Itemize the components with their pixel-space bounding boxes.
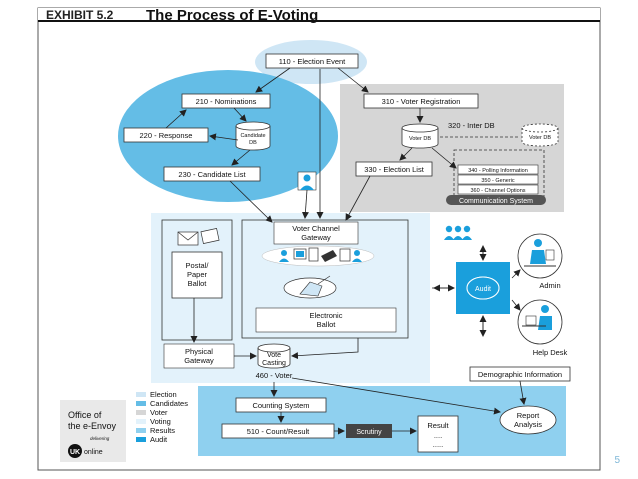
voter-channel-gateway-box xyxy=(273,221,359,245)
voter-db-cylinder xyxy=(401,123,439,149)
ballot-drop-icon xyxy=(283,275,337,299)
voter-registration-label: 310 - Voter Registration xyxy=(382,97,461,106)
candidate-list-box xyxy=(163,166,261,182)
comm-system-label: Communication System xyxy=(459,198,533,205)
legend-swatch-election xyxy=(136,392,146,397)
postal-ballot-line3: Ballot xyxy=(188,279,208,288)
voter-label: 460 - Voter xyxy=(256,371,293,380)
inter-db-name: Voter DB xyxy=(529,135,551,141)
candidate-db-line1: Candidate xyxy=(240,133,265,139)
connector-arrows xyxy=(165,67,527,435)
legend-swatch-voting xyxy=(136,419,146,424)
audit-label: Audit xyxy=(475,286,491,293)
voter-channel-gateway-line2: Gateway xyxy=(301,233,331,242)
channel-devices-icons xyxy=(279,247,362,262)
physical-gateway-line2: Gateway xyxy=(184,356,214,365)
page-number: 5 xyxy=(614,455,620,466)
candidate-db-cylinder xyxy=(235,121,271,151)
comm-item-generic: 350 - Generic xyxy=(481,178,515,184)
candidate-list-label: 230 - Candidate List xyxy=(178,170,246,179)
counting-system-label: Counting System xyxy=(252,401,309,410)
admin-label: Admin xyxy=(539,281,560,290)
comm-system-pill xyxy=(446,195,546,205)
postal-ballot-box xyxy=(171,251,223,299)
report-analysis-line2: Analysis xyxy=(514,420,542,429)
vote-casting-line1: Vote xyxy=(267,352,281,359)
legend-swatch-candidates xyxy=(136,401,146,406)
comm-item-channel: 360 - Channel Options xyxy=(470,188,525,194)
postal-ballot-line1: Postal/ xyxy=(186,261,210,270)
voter-person-icon xyxy=(297,171,317,191)
vote-casting-cylinder xyxy=(257,343,291,369)
help-desk-label: Help Desk xyxy=(533,348,568,357)
physical-gateway-line1: Physical xyxy=(185,347,213,356)
legend-label-voter: Voter xyxy=(150,408,168,417)
electronic-ballot-box xyxy=(255,307,397,333)
comm-item-polling: 340 - Polling Information xyxy=(468,168,528,174)
nominations-label: 210 - Nominations xyxy=(196,97,257,106)
candidate-db-line2: DB xyxy=(249,140,257,146)
election-event-label: 110 - Election Event xyxy=(279,57,346,66)
electronic-ballot-line1: Electronic xyxy=(310,311,343,320)
vote-casting-line2: Casting xyxy=(262,360,286,367)
uk-text: UK xyxy=(70,449,80,456)
voter-db-label: Voter DB xyxy=(409,136,431,142)
result-line2: .... xyxy=(434,431,442,440)
election-list-label: 330 - Election List xyxy=(364,165,425,174)
voter-channel-gateway-line1: Voter Channel xyxy=(292,224,340,233)
voter-registration-box xyxy=(363,93,479,109)
demographic-label: Demographic Information xyxy=(478,370,562,379)
admin-icon xyxy=(517,233,563,279)
legend-label-voting: Voting xyxy=(150,417,171,426)
header-bar xyxy=(38,8,600,22)
result-line1: Result xyxy=(427,421,449,430)
nominations-box xyxy=(181,93,271,109)
election-event-box xyxy=(265,53,359,69)
legend-swatch-audit xyxy=(136,437,146,442)
office-line1: Office of xyxy=(68,410,102,420)
legend: Election Candidates Voter Voting Results… xyxy=(136,390,188,444)
comm-item-polling-box xyxy=(457,164,539,175)
envelope-icon xyxy=(177,228,220,246)
delivering-text: delivering xyxy=(90,436,110,441)
scrutiny-box xyxy=(346,424,392,438)
inter-db-label: 320 - Inter DB xyxy=(448,121,495,130)
legend-label-candidates: Candidates xyxy=(150,399,188,408)
uk-online-logo xyxy=(68,444,82,458)
electronic-ballot-line2: Ballot xyxy=(317,320,337,329)
result-line3: ..... xyxy=(433,440,443,449)
legend-swatch-voter xyxy=(136,410,146,415)
legend-label-audit: Audit xyxy=(150,435,168,444)
count-result-label: 510 - Count/Result xyxy=(247,427,310,436)
legend-swatch-results xyxy=(136,428,146,433)
response-label: 220 - Response xyxy=(140,131,193,140)
comm-item-channel-box xyxy=(457,184,539,195)
report-analysis-oval xyxy=(499,405,557,435)
office-branding: Office of the e-Envoy delivering UK onli… xyxy=(60,400,126,462)
diagram-title: The Process of E-Voting xyxy=(146,7,318,24)
comm-item-generic-box xyxy=(457,174,539,185)
legend-label-results: Results xyxy=(150,426,175,435)
legend-label-election: Election xyxy=(150,390,177,399)
postal-ballot-line2: Paper xyxy=(187,270,208,279)
inter-db-cylinder xyxy=(521,123,559,147)
scrutiny-label: Scrutiny xyxy=(356,429,382,436)
report-analysis-line1: Report xyxy=(517,411,540,420)
result-box xyxy=(417,415,459,453)
online-text: online xyxy=(84,449,103,456)
exhibit-number: EXHIBIT 5.2 xyxy=(46,8,114,22)
electronic-column xyxy=(241,219,409,339)
election-list-box xyxy=(355,161,433,177)
voters-group-icon xyxy=(444,225,472,240)
help-desk-icon xyxy=(517,299,563,345)
office-line2: the e-Envoy xyxy=(68,421,117,431)
